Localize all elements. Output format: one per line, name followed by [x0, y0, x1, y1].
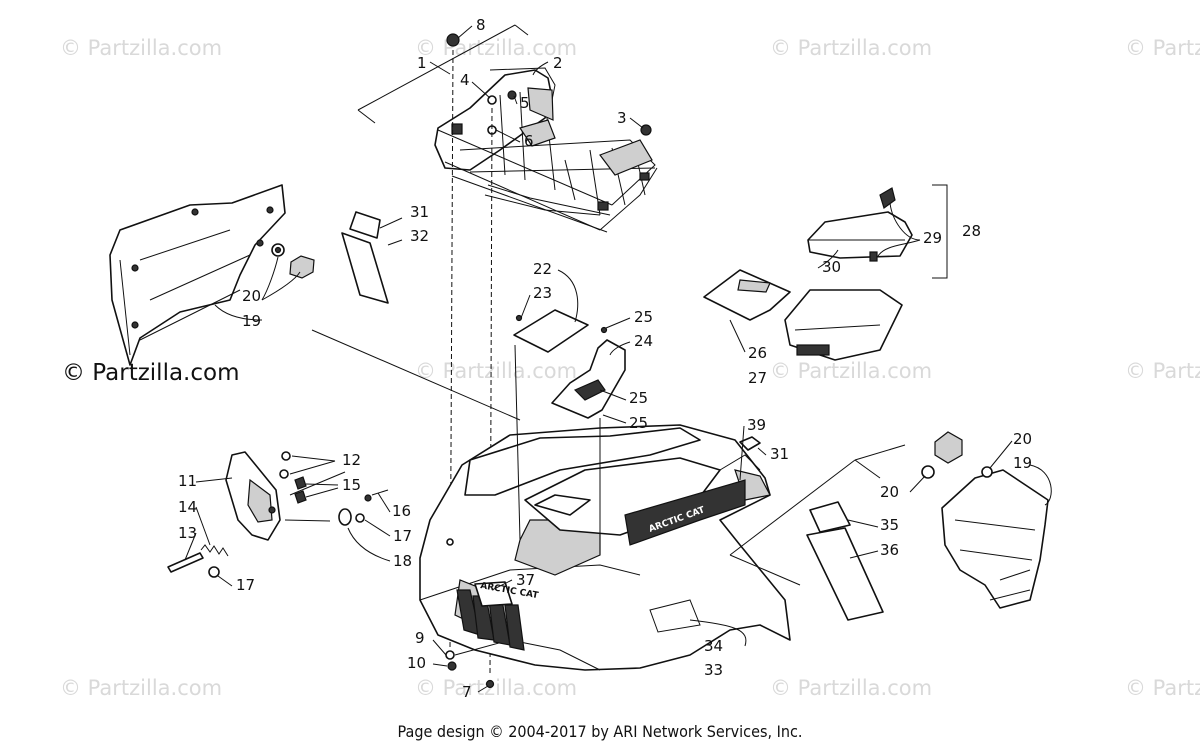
nut-3 — [640, 124, 652, 136]
callout-25b: 25 — [629, 414, 648, 432]
callout-12: 12 — [342, 451, 361, 469]
watermark: © Partzilla.com — [415, 359, 577, 383]
callout-24: 25 — [629, 389, 648, 407]
rack-foot — [597, 201, 609, 211]
callout-2: 2 — [553, 54, 563, 72]
callout-1: 1 — [417, 54, 427, 72]
callout-3: 3 — [617, 109, 627, 127]
decal-36-37 — [341, 211, 403, 304]
watermark: © Partzilla.com — [60, 676, 222, 700]
callout-30: 30 — [822, 258, 841, 276]
callout-31: 31 — [770, 445, 789, 463]
callout-18: 18 — [393, 552, 412, 570]
front-hardware — [445, 538, 495, 689]
watermark: © Partzilla.com — [770, 359, 932, 383]
callout-8: 8 — [476, 16, 486, 34]
watermark: © Partzilla.com — [770, 676, 932, 700]
callout-14: 14 — [178, 498, 197, 516]
callout-33: 34 — [704, 637, 723, 655]
callout-6: 6 — [524, 132, 534, 150]
panel-23-24 — [515, 314, 626, 419]
watermark: © Partzilla.com — [1125, 676, 1200, 700]
callout-15: 15 — [342, 476, 361, 494]
front-rack — [434, 67, 658, 233]
watermark: © Partzilla.com — [415, 676, 577, 700]
callout-16: 16 — [392, 502, 411, 520]
callout-27: 27 — [748, 369, 767, 387]
callout-26: 26 — [748, 344, 767, 362]
callout-11: 11 — [178, 472, 197, 490]
callout-5: 5 — [520, 94, 530, 112]
callout-4: 4 — [460, 71, 470, 89]
headlight-assembly — [167, 451, 389, 578]
callout-17: 17 — [393, 527, 412, 545]
callout-19-right: 19 — [1013, 454, 1032, 472]
callout-13: 13 — [178, 524, 197, 542]
callout-21: 22 — [533, 260, 552, 278]
callout-19: 19 — [242, 312, 261, 330]
assembly-guides — [311, 329, 906, 586]
rack-foot — [639, 172, 650, 181]
decal-34-35 — [806, 501, 884, 621]
callout-36: 31 — [410, 203, 429, 221]
storage-box-lid — [807, 187, 913, 262]
callout-25: 25 — [634, 308, 653, 326]
callout-34: 35 — [880, 516, 899, 534]
fastener-31 — [739, 436, 761, 451]
callout-10: 10 — [407, 654, 426, 672]
left-panel-fastener — [271, 243, 315, 279]
callout-39: 39 — [747, 416, 766, 434]
callout-28: 28 — [962, 222, 981, 240]
callout-32: 33 — [704, 661, 723, 679]
callout-20-right: 20 — [1013, 430, 1032, 448]
rack-hardware — [446, 33, 652, 136]
callout-20: 20 — [242, 287, 261, 305]
leader-lines — [184, 25, 1052, 693]
callout-9: 9 — [415, 629, 425, 647]
right-side-panel — [921, 431, 1049, 609]
page-footer: Page design © 2004-2017 by ARI Network S… — [397, 722, 803, 741]
watermark: © Partzilla.com — [770, 36, 932, 60]
bolt-8 — [446, 33, 460, 47]
watermark: © Partzilla.com — [1125, 359, 1200, 383]
left-side-panel — [109, 184, 286, 366]
callouts: 8 1 2 4 5 6 3 31 32 20 19 22 23 25 24 25… — [178, 16, 1032, 701]
panel-21 — [513, 309, 589, 353]
group-brackets — [357, 24, 948, 279]
watermark-dark: © Partzilla.com — [62, 360, 240, 386]
callout-29: 29 — [923, 229, 942, 247]
callout-7: 7 — [462, 683, 472, 701]
callout-35: 36 — [880, 541, 899, 559]
front-fender — [419, 424, 791, 671]
watermarks: © Partzilla.com © Partzilla.com © Partzi… — [60, 36, 1200, 700]
rack-foot — [451, 123, 463, 135]
watermark: © Partzilla.com — [415, 36, 577, 60]
storage-box — [703, 269, 903, 361]
callout-17b: 17 — [236, 576, 255, 594]
watermark: © Partzilla.com — [60, 36, 222, 60]
callout-37: 32 — [410, 227, 429, 245]
callout-23: 24 — [634, 332, 653, 350]
callout-38: 37 — [516, 571, 535, 589]
watermark: © Partzilla.com — [1125, 36, 1200, 60]
callout-22: 23 — [533, 284, 552, 302]
callout-20-right-b: 20 — [880, 483, 899, 501]
